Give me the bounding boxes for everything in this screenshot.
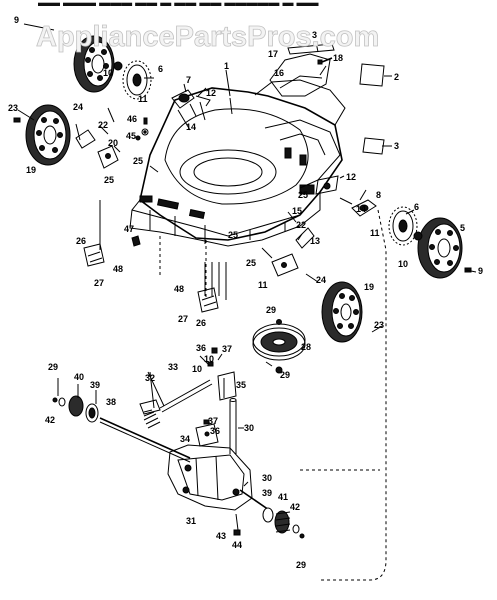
part-number: 25 (246, 258, 256, 268)
part-number: 11 (370, 228, 380, 238)
part-number: 34 (180, 434, 190, 444)
part-number: 41 (278, 492, 288, 502)
wheel-front-right (417, 217, 463, 279)
part-number: 10 (103, 68, 113, 78)
part-number: 29 (266, 305, 276, 315)
part-number: 46 (127, 114, 137, 124)
part-number: 22 (98, 120, 108, 130)
part-number: 39 (262, 488, 272, 498)
part-number: 37 (222, 344, 232, 354)
drive-gear-left (122, 60, 152, 100)
part-number: 35 (236, 380, 246, 390)
part-number: 25 (133, 156, 143, 166)
part-number: 29 (280, 370, 290, 380)
part-number: 3 (312, 30, 317, 40)
part-number: 12 (206, 88, 216, 98)
part-number: 31 (186, 516, 196, 526)
leader-lines (17, 23, 477, 581)
part-number: 10 (204, 354, 214, 364)
part-number: 47 (124, 224, 134, 234)
part-number: 9 (478, 266, 483, 276)
part-number: 37 (208, 416, 218, 426)
part-number: 24 (316, 275, 326, 285)
part-number: 39 (90, 380, 100, 390)
part-number: 23 (8, 103, 18, 113)
part-number: 7 (186, 75, 191, 85)
part-number: 14 (186, 122, 196, 132)
part-number: 10 (398, 259, 408, 269)
part-number: 2 (394, 72, 399, 82)
part-number: 44 (232, 540, 242, 550)
part-number: 1 (224, 61, 229, 71)
drive-pulley (252, 319, 306, 374)
part-number: 43 (216, 531, 226, 541)
part-number: 18 (333, 53, 343, 63)
part-number: 13 (310, 236, 320, 246)
part-number: 22 (296, 220, 306, 230)
part-number: 27 (178, 314, 188, 324)
part-number: 42 (290, 502, 300, 512)
height-adjust-brackets (83, 200, 227, 313)
part-number: 29 (48, 362, 58, 372)
part-number: 30 (244, 423, 254, 433)
part-number: 11 (258, 280, 268, 290)
part-number: 17 (268, 49, 278, 59)
part-number: 20 (108, 138, 118, 148)
part-number: 48 (113, 264, 123, 274)
cropped-header-text: ▬▬ ▬▬▬ ▬▬▬ ▬▬ ▬ ▬▬ ▬▬ ▬▬▬▬▬ ▬ ▬▬ (38, 0, 319, 9)
part-number: 28 (301, 342, 311, 352)
part-number: 36 (210, 426, 220, 436)
part-number: 27 (94, 278, 104, 288)
part-number: 45 (126, 131, 136, 141)
wheel-rear-right (321, 281, 363, 343)
part-number: 25 (298, 190, 308, 200)
hardware-small-parts (13, 61, 472, 283)
part-number: 24 (73, 102, 83, 112)
part-number: 42 (45, 415, 55, 425)
part-number-labels: 9 10 6 7 11 12 1 3 17 18 16 2 3 23 24 22… (8, 15, 483, 570)
part-number: 6 (414, 202, 419, 212)
part-number: 6 (158, 64, 163, 74)
mower-deck (129, 79, 346, 247)
drive-gear-right (388, 206, 418, 246)
part-number: 36 (196, 343, 206, 353)
part-number: 25 (228, 230, 238, 240)
part-number: 23 (374, 320, 384, 330)
part-number: 9 (14, 15, 19, 25)
part-number: 8 (376, 190, 381, 200)
part-number: 26 (76, 236, 86, 246)
part-number: 15 (292, 206, 302, 216)
part-number: 38 (106, 397, 116, 407)
part-number: 16 (274, 68, 284, 78)
part-number: 40 (74, 372, 84, 382)
part-number: 3 (394, 141, 399, 151)
part-number: 10 (192, 364, 202, 374)
part-number: 32 (145, 373, 155, 383)
wheel-front-left (73, 35, 115, 93)
part-number: 30 (262, 473, 272, 483)
part-number: 33 (168, 362, 178, 372)
part-number: 19 (26, 165, 36, 175)
part-number: 14 (356, 204, 366, 214)
wheel-rear-left (25, 104, 71, 166)
part-number: 11 (138, 94, 148, 104)
part-number: 19 (364, 282, 374, 292)
part-number: 5 (460, 223, 465, 233)
part-number: 48 (174, 284, 184, 294)
transmission-assembly (52, 347, 305, 539)
part-number: 26 (196, 318, 206, 328)
rear-panels (269, 43, 385, 155)
part-number: 12 (346, 172, 356, 182)
part-number: 25 (104, 175, 114, 185)
part-number: 29 (296, 560, 306, 570)
watermark: AppliancePartsPros.com (36, 21, 379, 53)
